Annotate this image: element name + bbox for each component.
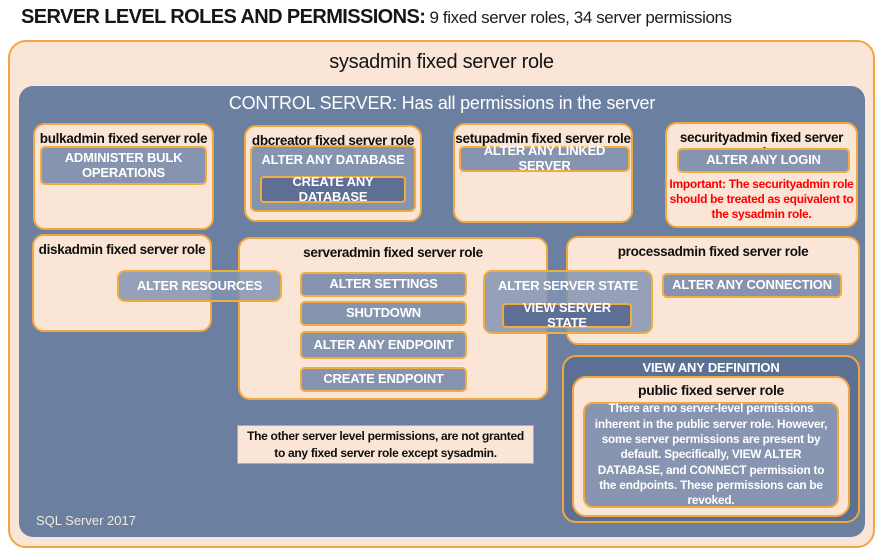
serveradmin-title: serveradmin fixed server role — [303, 245, 483, 260]
role-box-public: public fixed server role There are no se… — [572, 376, 850, 517]
role-box-dbcreator: dbcreator fixed server role ALTER ANY DA… — [244, 125, 422, 222]
public-role-description: There are no server-level permissions in… — [583, 401, 839, 508]
role-box-bulkadmin: bulkadmin fixed server role ADMINISTER B… — [33, 123, 214, 230]
permission-alter-settings: ALTER SETTINGS — [300, 272, 467, 297]
securityadmin-warning-text: Important: The securityadmin role should… — [669, 177, 854, 221]
page-title-sub: 9 fixed server roles, 34 server permissi… — [429, 8, 733, 27]
permission-alter-any-connection: ALTER ANY CONNECTION — [662, 273, 842, 298]
permission-create-endpoint: CREATE ENDPOINT — [300, 367, 467, 392]
role-box-setupadmin: setupadmin fixed server role ALTER ANY L… — [453, 123, 633, 223]
bulkadmin-title: bulkadmin fixed server role — [39, 131, 208, 146]
permission-alter-resources: ALTER RESOURCES — [117, 270, 282, 302]
permission-alter-any-endpoint: ALTER ANY ENDPOINT — [300, 331, 467, 359]
role-box-serveradmin: serveradmin fixed server role ALTER SETT… — [238, 237, 548, 400]
dbcreator-title: dbcreator fixed server role — [251, 133, 415, 148]
permission-alter-any-database: ALTER ANY DATABASE CREATE ANY DATABASE — [250, 145, 416, 212]
permission-alter-any-linked-server: ALTER ANY LINKED SERVER — [459, 143, 630, 173]
page-title: SERVER LEVEL ROLES AND PERMISSIONS: 9 fi… — [21, 6, 732, 29]
setupadmin-title: setupadmin fixed server role — [455, 131, 631, 146]
processadmin-title: processadmin fixed server role — [617, 244, 809, 259]
view-any-definition-group: VIEW ANY DEFINITION public fixed server … — [562, 355, 860, 523]
role-box-securityadmin: securityadmin fixed server role ALTER AN… — [665, 122, 858, 228]
permission-create-any-database: CREATE ANY DATABASE — [260, 174, 406, 203]
sysadmin-role-title: sysadmin fixed server role — [329, 51, 554, 73]
permission-alter-server-state: ALTER SERVER STATE VIEW SERVER STATE — [483, 270, 653, 334]
control-server-panel: CONTROL SERVER: Has all permissions in t… — [19, 86, 865, 537]
permission-alter-server-state-label: ALTER SERVER STATE — [498, 278, 638, 293]
sysadmin-role-container: sysadmin fixed server role CONTROL SERVE… — [8, 40, 875, 548]
page-title-main: SERVER LEVEL ROLES AND PERMISSIONS: — [21, 6, 426, 28]
other-permissions-note: The other server level permissions, are … — [237, 425, 534, 464]
permission-alter-any-login: ALTER ANY LOGIN — [677, 148, 850, 173]
diskadmin-title: diskadmin fixed server role — [38, 242, 206, 257]
public-title: public fixed server role — [637, 382, 785, 398]
permission-view-server-state: VIEW SERVER STATE — [502, 300, 632, 329]
sql-server-version-label: SQL Server 2017 — [36, 513, 136, 528]
permission-view-any-definition: VIEW ANY DEFINITION — [642, 360, 780, 375]
permission-shutdown: SHUTDOWN — [300, 301, 467, 326]
control-server-title: CONTROL SERVER: Has all permissions in t… — [228, 93, 656, 113]
permission-administer-bulk-operations: ADMINISTER BULK OPERATIONS — [40, 146, 207, 185]
permission-alter-any-database-label: ALTER ANY DATABASE — [261, 152, 405, 167]
